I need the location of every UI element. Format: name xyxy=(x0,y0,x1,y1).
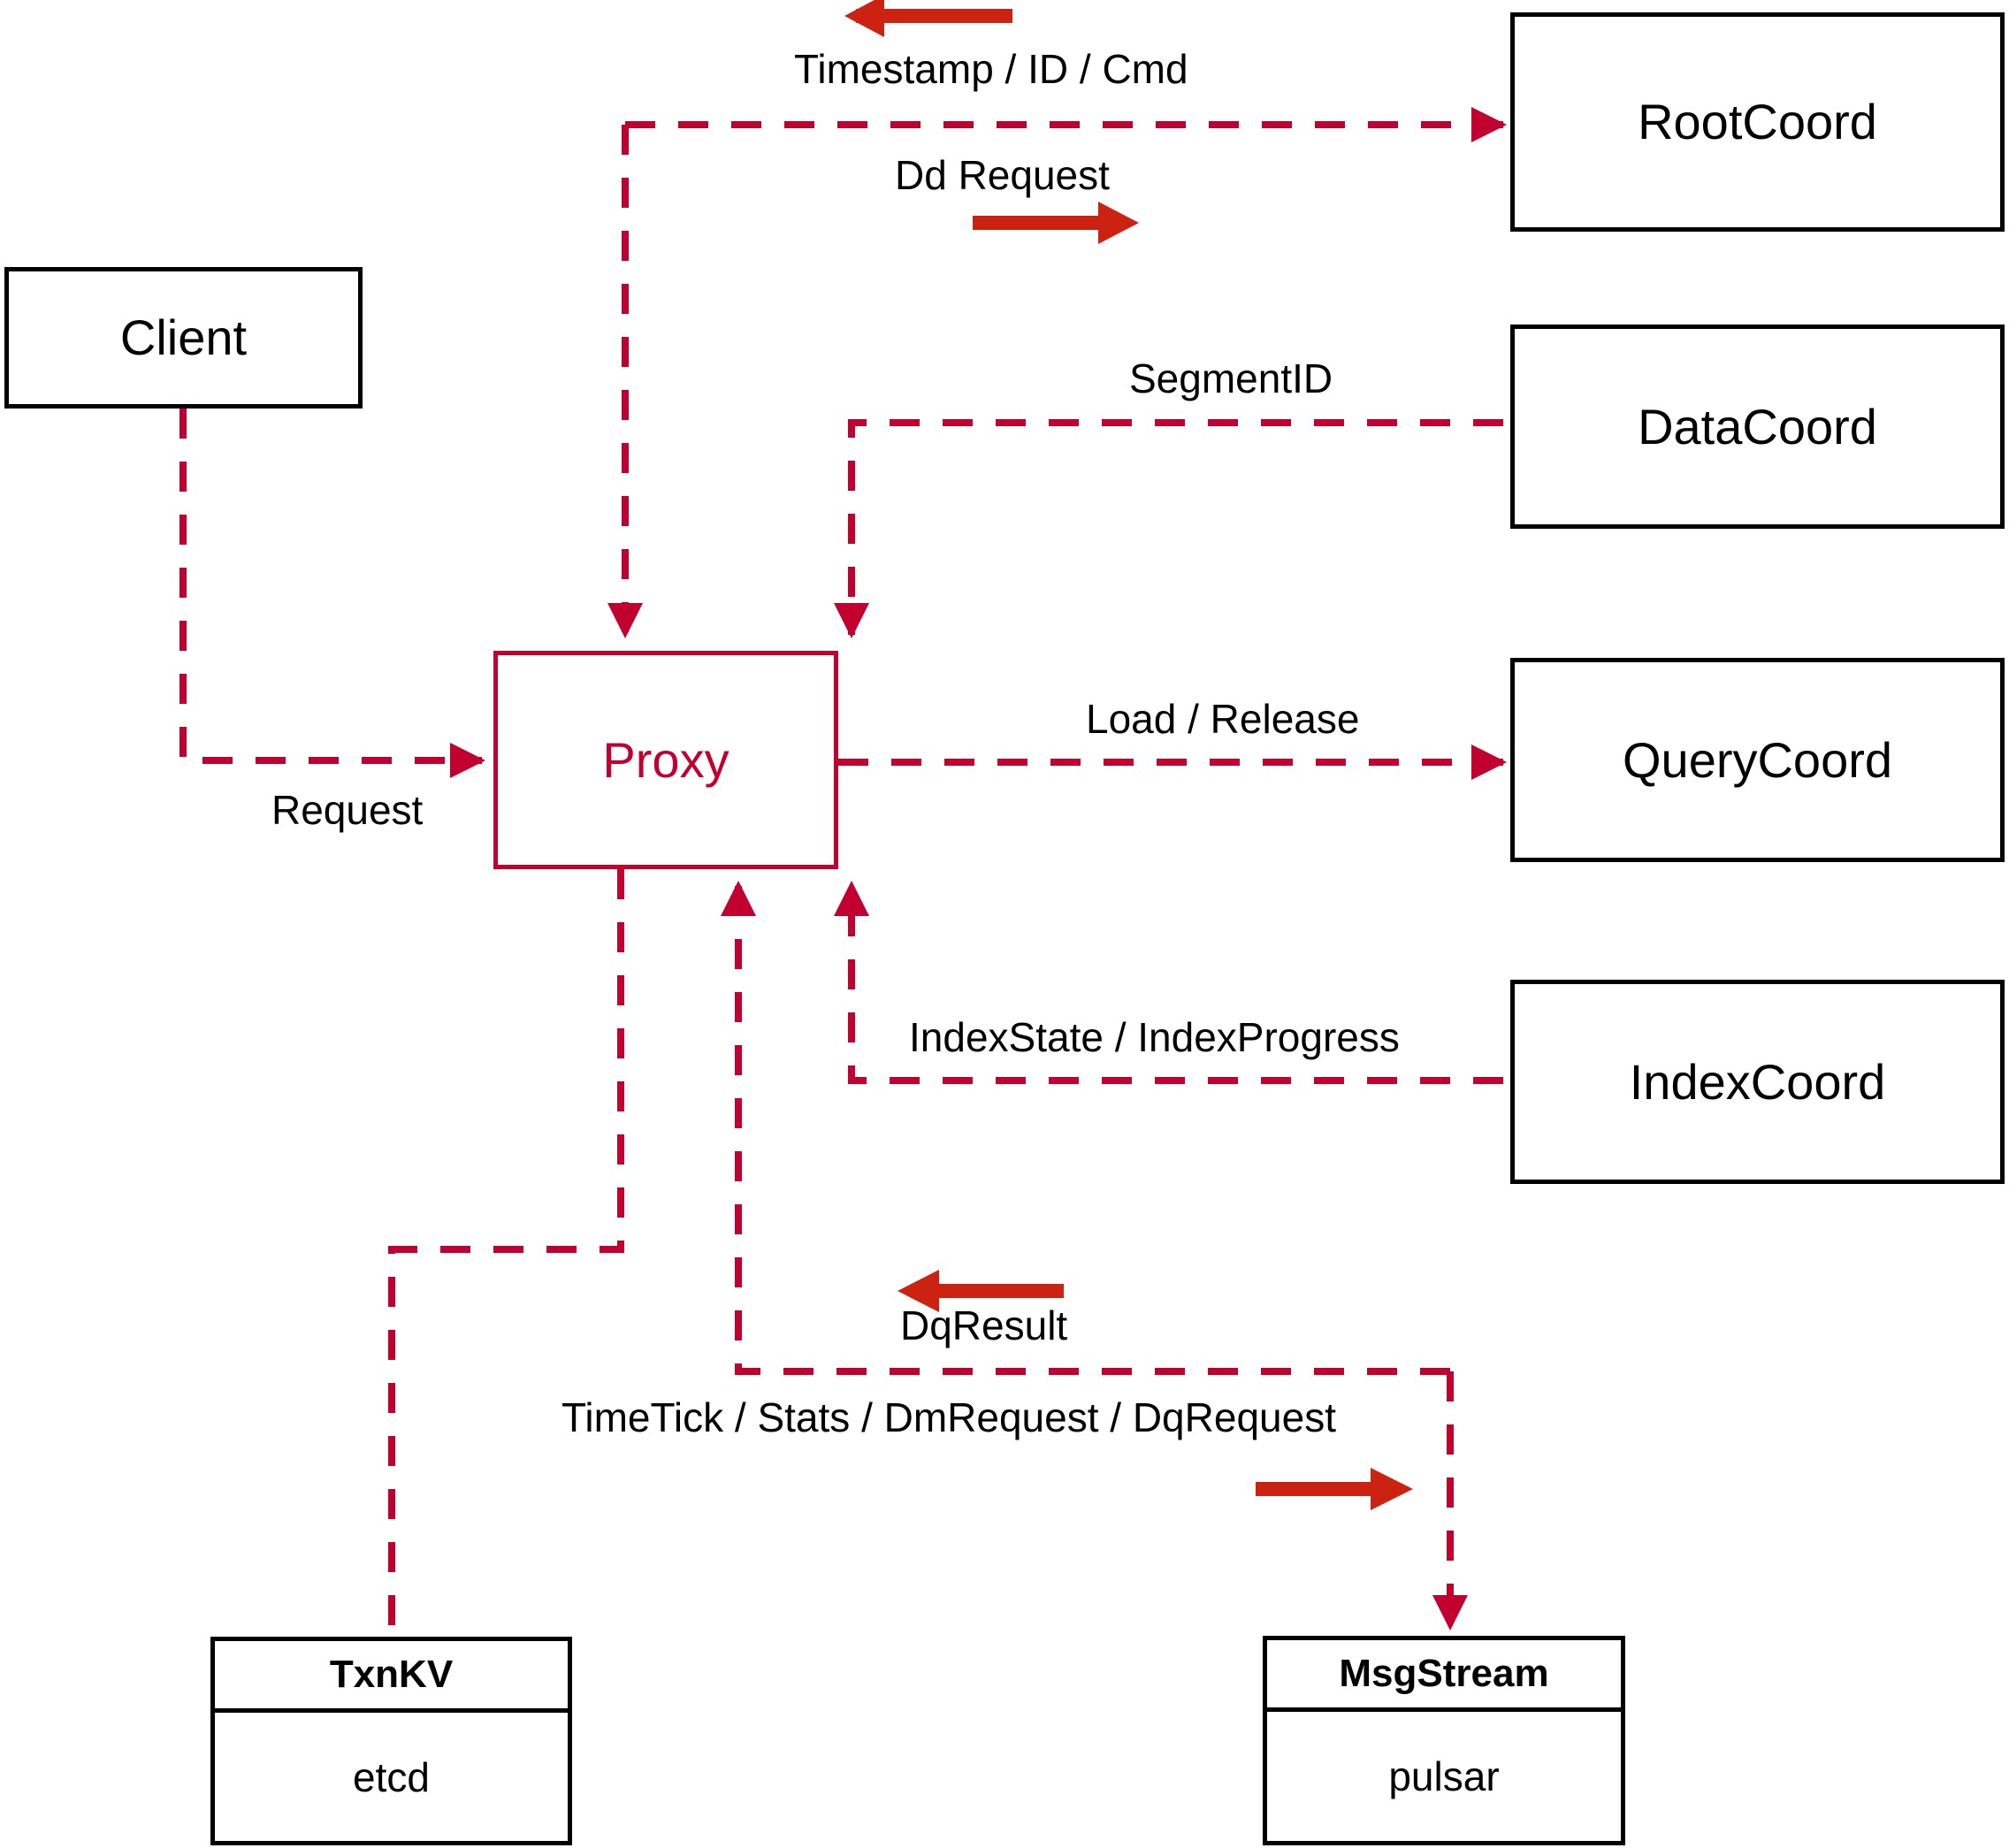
node-datacoord-label: DataCoord xyxy=(1638,398,1877,454)
node-client-label: Client xyxy=(119,309,248,365)
wire-indexcoord-to-proxy xyxy=(834,881,1503,1084)
node-rootcoord-label: RootCoord xyxy=(1638,94,1877,149)
edge-label-timestamp: Timestamp / ID / Cmd xyxy=(794,46,1188,92)
node-proxy-label: Proxy xyxy=(602,731,730,788)
node-msgstream-body: pulsar xyxy=(1267,1712,1621,1841)
node-msgstream-header-label: MsgStream xyxy=(1339,1652,1549,1695)
edge-label-request: Request xyxy=(271,787,424,833)
node-rootcoord[interactable]: RootCoord xyxy=(1510,12,2005,232)
node-indexcoord[interactable]: IndexCoord xyxy=(1510,980,2005,1184)
node-proxy[interactable]: Proxy xyxy=(493,651,838,869)
node-txnkv-header-label: TxnKV xyxy=(329,1653,454,1696)
wire-msgstream-to-proxy xyxy=(721,881,1450,1375)
node-datacoord[interactable]: DataCoord xyxy=(1510,325,2005,529)
node-txnkv-body: etcd xyxy=(215,1713,568,1841)
node-indexcoord-label: IndexCoord xyxy=(1629,1053,1886,1110)
node-txnkv-header: TxnKV xyxy=(215,1641,568,1713)
node-txnkv-body-label: etcd xyxy=(353,1753,430,1800)
direction-arrow-timestamp xyxy=(844,0,1012,37)
edge-label-dqresult: DqResult xyxy=(900,1302,1068,1348)
edge-label-indexstate: IndexState / IndexProgress xyxy=(909,1014,1400,1060)
wire-client-to-proxy xyxy=(180,409,485,778)
edge-label-dd-request: Dd Request xyxy=(895,152,1110,198)
node-querycoord-label: QueryCoord xyxy=(1622,731,1893,788)
node-txnkv[interactable]: TxnKV etcd xyxy=(210,1637,572,1845)
node-querycoord[interactable]: QueryCoord xyxy=(1510,658,2005,862)
direction-arrow-dqresult xyxy=(898,1270,1064,1312)
direction-arrow-timetick xyxy=(1256,1468,1413,1510)
node-msgstream-body-label: pulsar xyxy=(1388,1753,1500,1799)
edge-label-segmentid: SegmentID xyxy=(1129,355,1333,401)
wire-datacoord-to-proxy xyxy=(834,419,1503,638)
direction-arrow-dd-request xyxy=(973,202,1139,244)
edge-label-timetick: TimeTick / Stats / DmRequest / DqRequest xyxy=(561,1394,1336,1440)
wire-proxy-to-rootcoord xyxy=(607,107,1507,638)
node-msgstream-header: MsgStream xyxy=(1267,1640,1621,1712)
wire-proxy-to-txnkv xyxy=(388,869,624,1637)
node-msgstream[interactable]: MsgStream pulsar xyxy=(1263,1636,1625,1845)
edge-label-load-release: Load / Release xyxy=(1086,696,1360,742)
node-client[interactable]: Client xyxy=(4,267,363,409)
